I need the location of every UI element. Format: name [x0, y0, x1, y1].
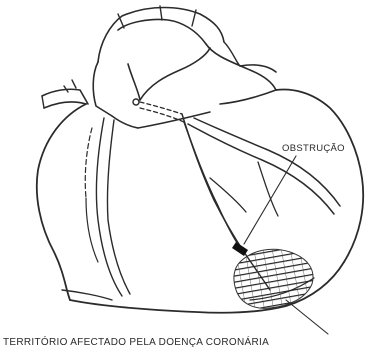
- obstruction-label: OBSTRUÇÃO: [282, 143, 345, 154]
- right-coronary-artery: [85, 118, 130, 296]
- affected-territory: [234, 249, 328, 334]
- affected-territory-label: TERRITÓRIO AFECTADO PELA DOENÇA CORONÁRI…: [3, 337, 269, 348]
- obstruction-marker: [232, 156, 296, 256]
- great-vessels: [42, 6, 276, 116]
